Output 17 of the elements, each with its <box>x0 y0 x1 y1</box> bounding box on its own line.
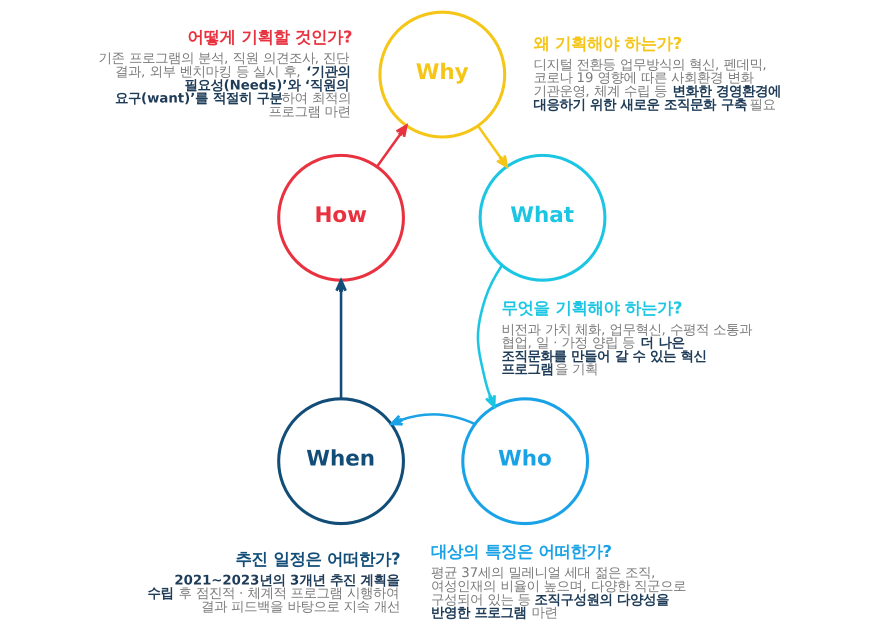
node-label: 평균 37세의 밀레니얼 세대 젊은 조직, 여성인재의 비율이 높으며, 다양한 직군으로 구성되어 있는 등 조직구성원의 다양성을 반영한 프로그램 마련 <box>430 566 686 622</box>
arrow <box>476 125 508 168</box>
node-label: 비전과 가치 체화, 업무혁신, 수평적 소통과 협업, 일 · 가정 양립 등 더 나은 조직문화를 만들어 갈 수 있는 혁신 프로그램을 기획 <box>501 322 752 378</box>
node-label: 추진 일정은 어떠한가? <box>235 549 400 568</box>
node-label: 대상의 특징은 어떠한가? <box>430 542 612 562</box>
node-label: 왜 기획해야 하는가? <box>532 34 682 53</box>
node-label: 무엇을 기획해야 하는가? <box>501 298 682 318</box>
arrow <box>390 413 475 426</box>
arrow <box>476 264 502 408</box>
arrow <box>334 279 346 399</box>
node-circle: How <box>276 154 404 282</box>
node-label: 디지털 전환등 업무방식의 혁신, 펜데믹, 코로나 19 영향에 따른 사회환경 변화 기관운영, 체계 수립 등 변화한 경영환경에 대응하기 위한 새로운 조직문화 구축 필요 <box>532 58 781 113</box>
node-label: 기존 프로그램의 분석, 직원 의견조사, 진단 결과, 외부 벤치마킹 등 실시 후, ‘기관의 필요성(Needs)’와 ‘직원의 요구(want)’를 적절히 구분하여 최적의 프로그램 마련 <box>98 52 350 120</box>
node-label: 어떻게 기획할 것인가? <box>187 28 352 47</box>
node-circle: Who <box>460 397 589 526</box>
node-label: 2021~2023년의 3개년 추진 계획을 수립 후 점진적 · 체계적 프로그램 시행하여 결과 피드백을 바탕으로 지속 개선 <box>147 573 400 615</box>
arrow <box>376 124 408 168</box>
